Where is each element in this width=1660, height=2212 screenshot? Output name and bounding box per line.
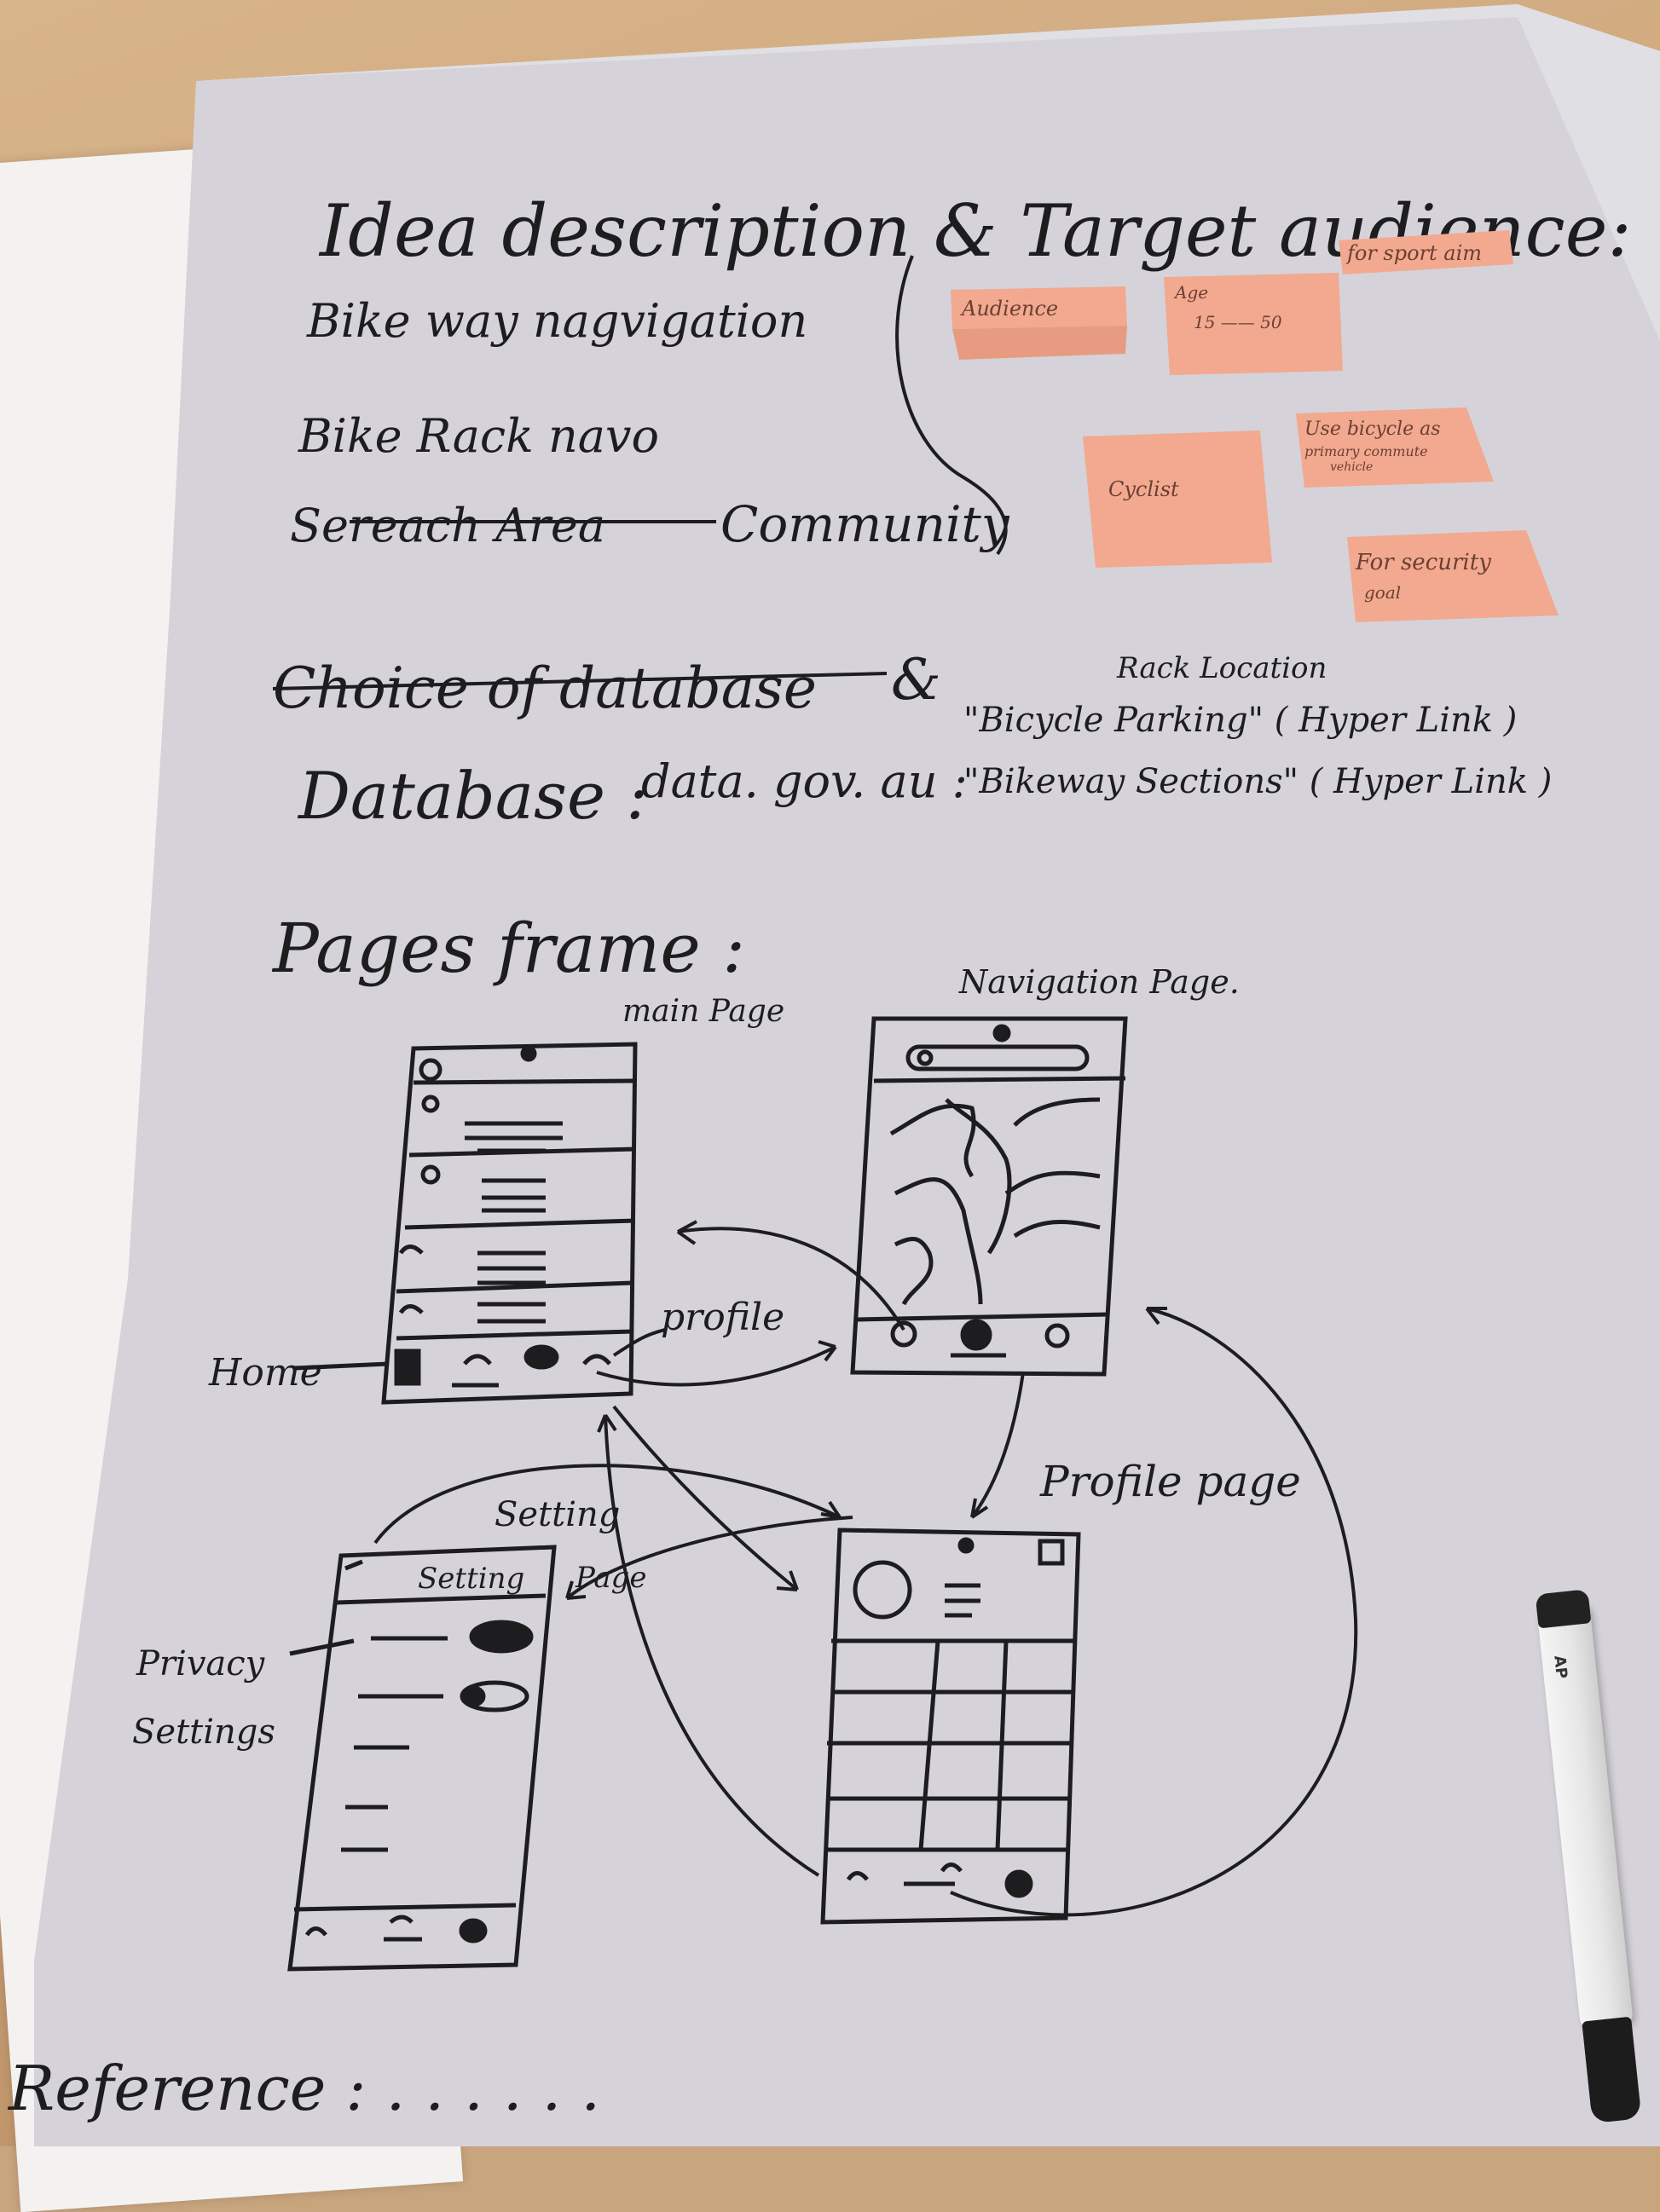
setting-page-label-2: Page	[575, 1561, 647, 1595]
profile-arrow	[612, 1328, 666, 1357]
setting-page-label-1: Setting	[495, 1495, 620, 1534]
setting-page-header: Setting	[418, 1562, 524, 1596]
navigation-page-label: Navigation Page.	[958, 963, 1240, 1001]
svg-text:Cyclist: Cyclist	[1108, 477, 1179, 501]
sticky-note-audience: Audience	[951, 286, 1127, 360]
bullet-3: Community	[720, 495, 1010, 553]
database-struck-heading: Choice of database	[273, 656, 817, 721]
svg-text:primary commute: primary commute	[1304, 443, 1428, 459]
sticky-note-commute: Use bicycle as primary commute vehicle	[1296, 407, 1494, 488]
database-ampersand: &	[891, 647, 941, 713]
profile-label: profile	[661, 1296, 784, 1339]
main-page-label: main Page	[622, 994, 784, 1029]
privacy-label-1: Privacy	[136, 1644, 266, 1684]
privacy-arrow	[289, 1638, 355, 1656]
bullet-1: Bike way nagvigation	[306, 294, 807, 348]
sticky-note-sport: for sport aim	[1339, 230, 1513, 274]
poster-paper: Idea description & Target audience: Bike…	[7, 4, 1660, 2146]
database-source: data. gov. au :	[641, 754, 968, 808]
wireframe-main-page	[381, 1042, 638, 1405]
bullet-3-struck: Sereach Area	[290, 499, 605, 552]
svg-text:15 —— 50: 15 —— 50	[1194, 312, 1282, 332]
database-label: Database :	[297, 758, 648, 834]
svg-text:for sport aim: for sport aim	[1345, 241, 1482, 265]
svg-text:Audience: Audience	[960, 297, 1058, 321]
wireframe-profile-page	[820, 1528, 1081, 1925]
reference-label: Reference : . . . . . .	[7, 2053, 600, 2124]
marker-cap-top	[1535, 1589, 1592, 1629]
svg-text:goal: goal	[1364, 582, 1401, 603]
svg-text:For security: For security	[1355, 550, 1491, 575]
svg-text:vehicle: vehicle	[1330, 460, 1373, 474]
bullet-2: Bike Rack navo	[298, 409, 659, 463]
sticky-note-security: For security goal	[1347, 530, 1559, 622]
home-label: Home	[208, 1351, 322, 1395]
marker-brand: AP	[1550, 1655, 1570, 1680]
profile-page-label: Profile page	[1039, 1457, 1301, 1506]
home-arrow	[293, 1361, 389, 1371]
privacy-label-2: Settings	[132, 1712, 275, 1752]
wireframe-setting-page	[287, 1545, 557, 1972]
sticky-note-cyclist: Cyclist	[1083, 430, 1272, 568]
svg-text:Use bicycle as: Use bicycle as	[1304, 419, 1441, 440]
pages-frame-title: Pages frame :	[271, 909, 745, 988]
wireframe-navigation-page	[850, 1016, 1128, 1377]
paper-sheet	[34, 4, 1660, 2146]
svg-text:Age: Age	[1173, 282, 1208, 303]
bikeway-sections-link[interactable]: "Bikeway Sections" ( Hyper Link )	[963, 762, 1552, 801]
flow-arrows	[373, 1220, 1358, 1917]
strike-line-database	[272, 672, 888, 690]
bicycle-parking-link[interactable]: "Bicycle Parking" ( Hyper Link )	[963, 701, 1517, 740]
sticky-note-age: Age 15 —— 50	[1164, 273, 1343, 375]
rack-location-label: Rack Location	[1116, 651, 1327, 685]
marker-cap-bottom	[1582, 2016, 1642, 2124]
bracket-curve	[895, 255, 1008, 556]
